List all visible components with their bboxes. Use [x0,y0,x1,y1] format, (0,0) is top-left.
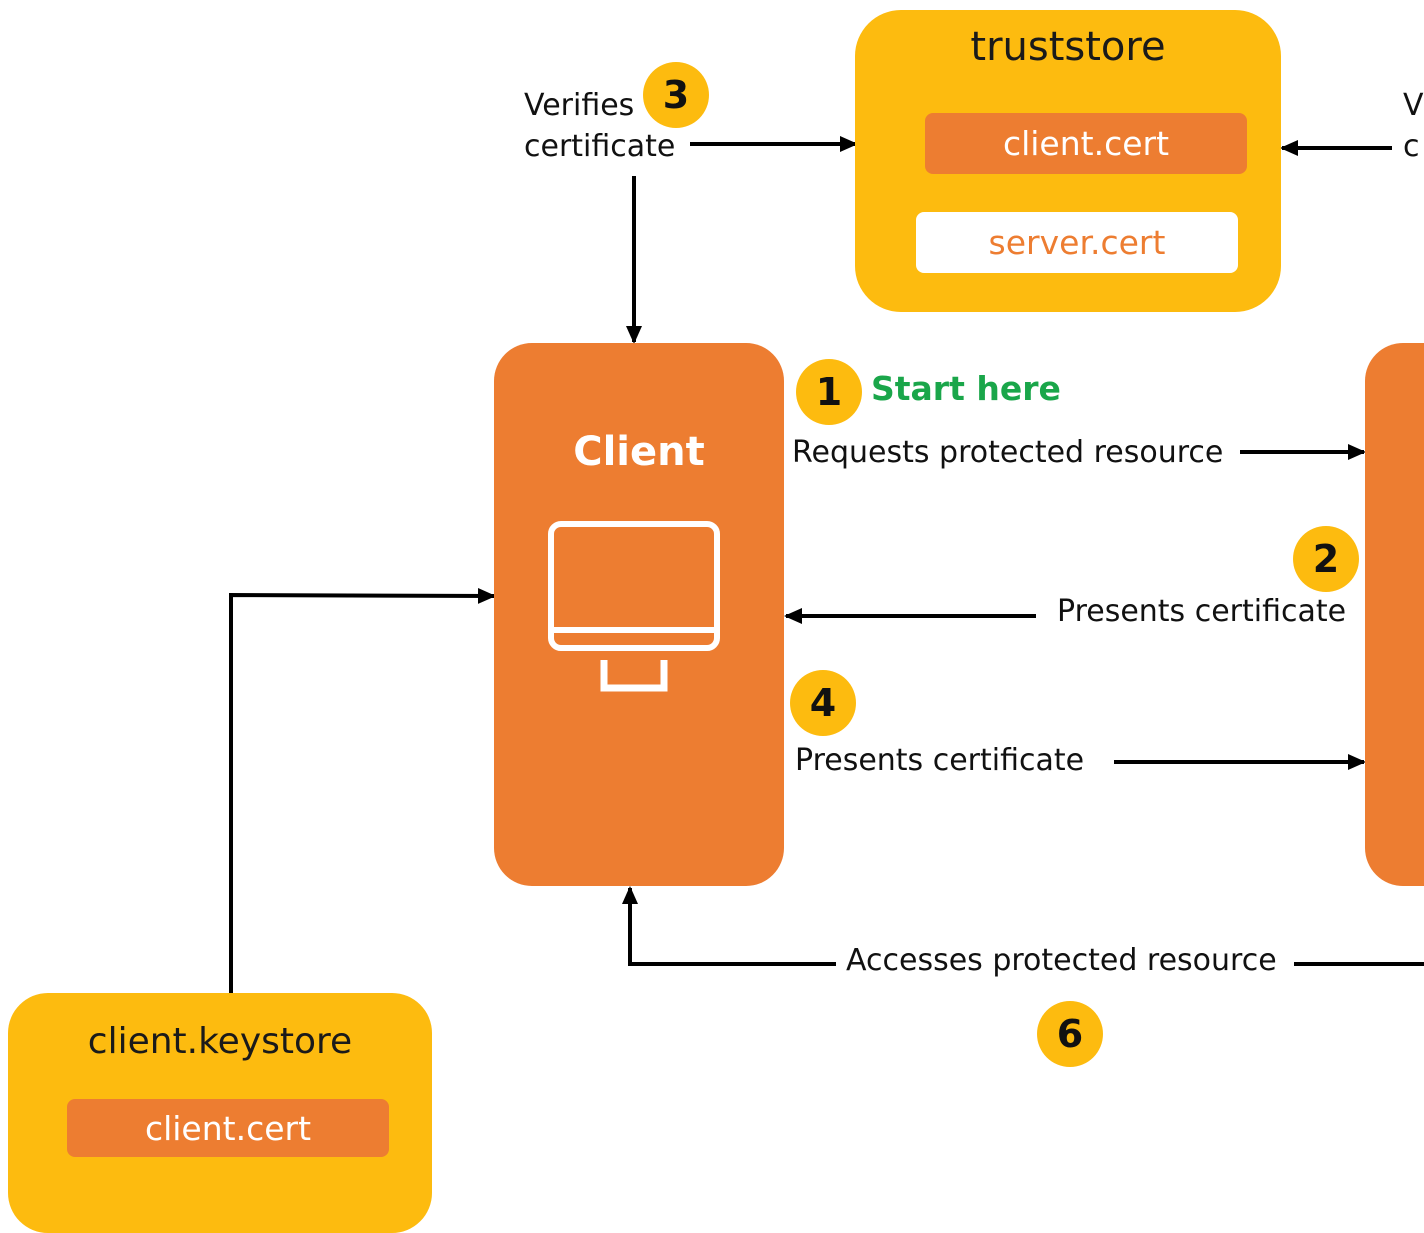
step6-label: Accesses protected resource [846,943,1277,978]
right-partial-label-line2: c [1403,129,1420,164]
right-partial-label-line1: V [1403,88,1424,123]
step2-label: Presents certificate [1057,594,1347,629]
step3-label-line2: certificate [524,129,676,164]
keystore-title: client.keystore [87,1021,353,1062]
connector-layer [229,136,1424,993]
monitor-icon [548,521,720,692]
truststore-server-cert: server.cert [916,212,1238,273]
step2-badge: 2 [1293,526,1359,592]
step1-badge: 1 [796,359,862,425]
truststore-client-cert: client.cert [925,113,1247,174]
requests-label: Requests protected resource [792,435,1224,470]
step4-badge: 4 [790,670,856,736]
client-title: Client [573,429,705,475]
step6-badge: 6 [1037,1001,1103,1067]
client-node: Client [494,343,784,886]
step3-badge: 3 [643,62,709,128]
step3-label-line1: Verifies [524,88,635,123]
keystore-client-cert: client.cert [67,1099,389,1157]
server-node-partial [1365,343,1424,886]
arrow-accesses [622,886,836,966]
step4-label: Presents certificate [795,743,1085,778]
start-here-label: Start here [871,369,1061,408]
arrow-keystore-to-client [229,587,496,993]
truststore-title: truststore [970,24,1166,70]
